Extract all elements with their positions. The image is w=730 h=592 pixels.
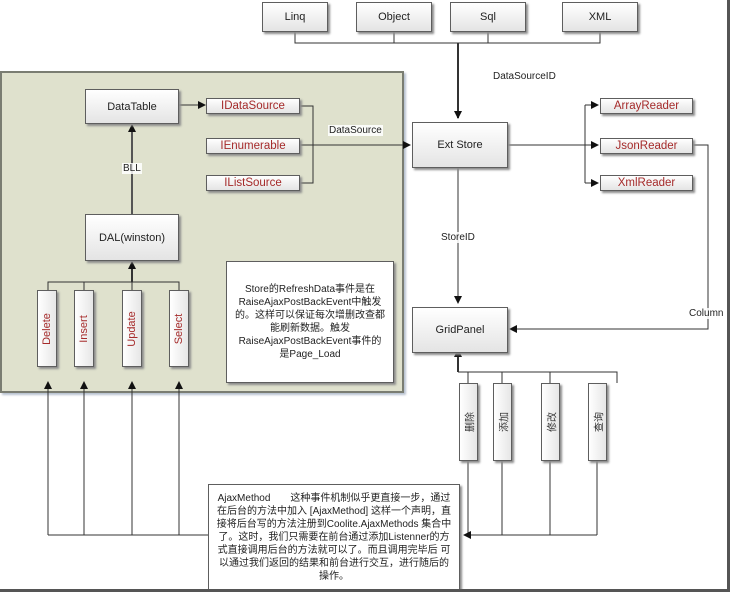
grid-op-delete-label: 删除 bbox=[465, 412, 476, 432]
grid-op-modify[interactable]: 修改 bbox=[541, 383, 560, 461]
dal-box[interactable]: DAL(winston) bbox=[85, 214, 179, 261]
interfaces-bracket bbox=[300, 105, 314, 184]
ajax-method-note: AjaxMethod 这种事件机制似乎更直接一步，通过在后台的方法中加入 [Aj… bbox=[208, 484, 460, 590]
ajax-method-note-text: AjaxMethod 这种事件机制似乎更直接一步，通过在后台的方法中加入 [Aj… bbox=[216, 492, 452, 582]
source-linq-label: Linq bbox=[284, 11, 306, 23]
dal-op-select[interactable]: Select bbox=[169, 290, 189, 367]
ext-store-box[interactable]: Ext Store bbox=[412, 122, 508, 168]
dal-op-insert-label: Insert bbox=[78, 314, 90, 343]
dal-op-delete-label: Delete bbox=[41, 312, 53, 345]
store-refresh-note: Store的RefreshData事件是在RaiseAjaxPostBackEv… bbox=[226, 261, 394, 383]
ext-store-label: Ext Store bbox=[437, 139, 483, 151]
source-sql-label: Sql bbox=[480, 11, 496, 23]
source-object-label: Object bbox=[378, 11, 410, 23]
frame-bottom-border bbox=[0, 589, 730, 592]
idatasource-box[interactable]: IDataSource bbox=[206, 98, 300, 114]
storeid-label: StoreID bbox=[440, 232, 476, 243]
column-label: Column bbox=[688, 308, 725, 319]
arrayreader-box[interactable]: ArrayReader bbox=[600, 98, 693, 114]
xmlreader-box[interactable]: XmlReader bbox=[600, 175, 693, 191]
dal-op-update-label: Update bbox=[126, 310, 138, 347]
source-linq-box[interactable]: Linq bbox=[262, 2, 328, 32]
datasourceid-label: DataSourceID bbox=[492, 71, 557, 82]
grid-op-add[interactable]: 添加 bbox=[493, 383, 512, 461]
dal-op-insert[interactable]: Insert bbox=[74, 290, 94, 367]
arrayreader-label: ArrayReader bbox=[613, 100, 680, 112]
ilistsource-label: IListSource bbox=[224, 177, 282, 189]
grid-ops-down-lines bbox=[467, 461, 598, 535]
datasource-label: DataSource bbox=[328, 125, 383, 136]
jsonreader-label: JsonReader bbox=[615, 140, 678, 152]
dal-ops-bus bbox=[47, 281, 180, 290]
source-object-box[interactable]: Object bbox=[356, 2, 432, 32]
gridpanel-box[interactable]: GridPanel bbox=[412, 307, 508, 353]
ienumerable-label: IEnumerable bbox=[220, 140, 286, 152]
ilistsource-box[interactable]: IListSource bbox=[206, 175, 300, 191]
source-bus-line bbox=[294, 32, 601, 44]
grid-op-query-label: 查询 bbox=[594, 412, 605, 432]
source-xml-label: XML bbox=[588, 11, 612, 23]
gridpanel-label: GridPanel bbox=[435, 324, 485, 336]
dal-op-delete[interactable]: Delete bbox=[37, 290, 57, 367]
jsonreader-box[interactable]: JsonReader bbox=[600, 138, 693, 154]
dal-op-update[interactable]: Update bbox=[122, 290, 142, 367]
ienumerable-box[interactable]: IEnumerable bbox=[206, 138, 300, 154]
grid-op-add-label: 添加 bbox=[499, 412, 510, 432]
xmlreader-label: XmlReader bbox=[617, 177, 676, 189]
datatable-label: DataTable bbox=[107, 100, 157, 113]
dal-op-select-label: Select bbox=[173, 313, 185, 344]
frame-right-border bbox=[727, 0, 730, 592]
source-xml-box[interactable]: XML bbox=[562, 2, 638, 32]
source-sql-box[interactable]: Sql bbox=[450, 2, 526, 32]
grid-op-delete[interactable]: 删除 bbox=[459, 383, 478, 461]
grid-ops-bus bbox=[467, 371, 618, 383]
column-arrow bbox=[509, 144, 709, 333]
grid-op-query[interactable]: 查询 bbox=[588, 383, 607, 461]
datatable-box[interactable]: DataTable bbox=[85, 89, 179, 124]
idatasource-label: IDataSource bbox=[221, 100, 285, 112]
bll-label: BLL bbox=[122, 163, 142, 174]
store-refresh-note-text: Store的RefreshData事件是在RaiseAjaxPostBackEv… bbox=[235, 284, 385, 360]
grid-op-modify-label: 修改 bbox=[547, 412, 558, 432]
dal-label: DAL(winston) bbox=[98, 231, 166, 244]
